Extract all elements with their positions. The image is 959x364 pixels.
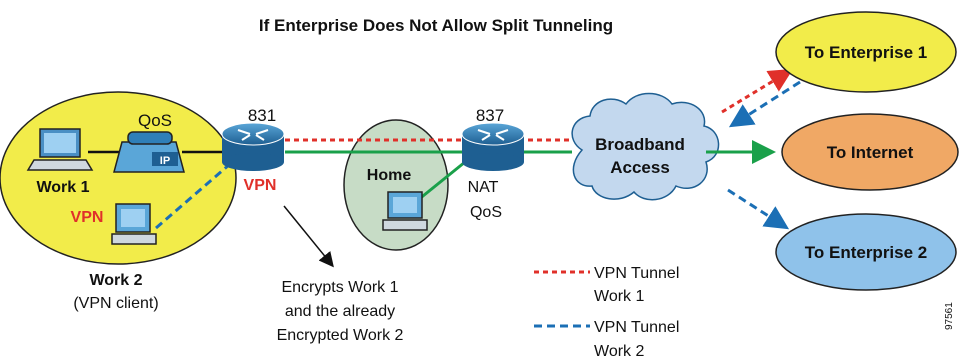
- nat-qos-label: QoS: [470, 204, 502, 221]
- router-837-label: 837: [476, 106, 504, 125]
- legend-tunnel1-label-2: Work 1: [594, 288, 644, 305]
- work1-vpn-label: VPN: [71, 209, 104, 226]
- annotation-line-1: Encrypts Work 1: [281, 279, 398, 296]
- qos-label: QoS: [138, 111, 172, 130]
- work2-router-link: [149, 161, 225, 227]
- ip-phone-icon: [113, 131, 185, 173]
- annotation-arrow: [283, 205, 334, 268]
- legend-tunnel2-label-2: Work 2: [594, 343, 644, 360]
- broadband-label-1: Broadband: [595, 135, 685, 154]
- broadband-label-2: Access: [610, 158, 670, 177]
- internet-label: To Internet: [827, 143, 914, 162]
- broadband-cloud: [571, 92, 720, 201]
- annotation-line-3: Encrypted Work 2: [277, 327, 404, 344]
- home-pc-link: [417, 156, 471, 202]
- enterprise2-node: [775, 213, 957, 291]
- enterprise1-label: To Enterprise 1: [805, 43, 928, 62]
- router-vpn-label: VPN: [244, 177, 277, 194]
- router-831: [221, 122, 285, 171]
- enterprise1-node: [775, 11, 957, 93]
- ip-phone-label: IP: [160, 155, 170, 167]
- home-label: Home: [367, 167, 412, 184]
- router-831-label: 831: [248, 106, 276, 125]
- nat-label: NAT: [468, 179, 499, 196]
- work1-label: Work 1: [36, 179, 89, 196]
- home-pc-icon: [382, 191, 428, 231]
- cloud-enterprise1-tunnel1: [721, 68, 794, 114]
- cloud-enterprise1-tunnel2: [728, 80, 801, 128]
- work2-router-tunnel: [155, 162, 231, 230]
- desktop-pc-icon: [111, 203, 157, 245]
- legend-tunnel2-label-1: VPN Tunnel: [594, 319, 679, 336]
- diagram-title: If Enterprise Does Not Allow Split Tunne…: [259, 16, 613, 35]
- figure-id: 97561: [944, 302, 955, 330]
- enterprise2-label: To Enterprise 2: [805, 243, 928, 262]
- cloud-enterprise2-tunnel: [727, 188, 790, 230]
- work2-sublabel: (VPN client): [73, 295, 158, 312]
- router-837: [461, 122, 525, 171]
- laptop-icon: [26, 128, 94, 171]
- work2-label: Work 2: [89, 272, 142, 289]
- annotation-line-2: and the already: [285, 303, 395, 320]
- legend-tunnel1-label-1: VPN Tunnel: [594, 265, 679, 282]
- internet-node: [781, 113, 959, 191]
